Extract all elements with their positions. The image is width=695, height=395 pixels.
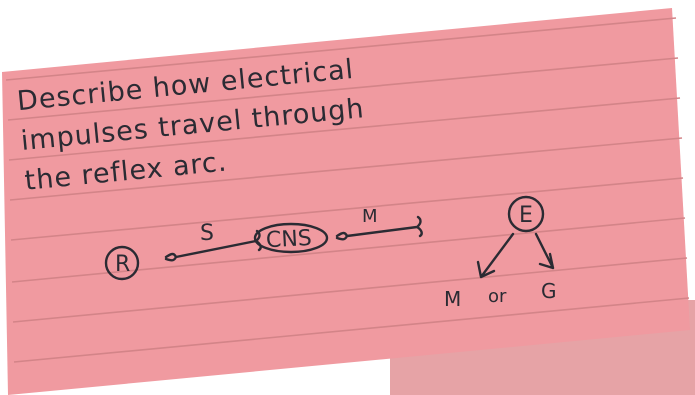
sensory-label: S <box>200 221 214 246</box>
motor-neuron-line <box>335 215 423 241</box>
receptor-label: R <box>115 252 130 277</box>
sensory-neuron-line <box>164 229 262 262</box>
rule-lines <box>5 17 690 363</box>
motor-label: M <box>362 206 378 227</box>
cns-ellipse <box>253 222 329 254</box>
diagram-labels: R S CNS M E M or G <box>115 203 557 311</box>
or-label: or <box>488 286 507 307</box>
muscle-label: M <box>444 287 461 311</box>
reflex-arc-diagram <box>104 195 555 281</box>
cns-label: CNS <box>265 226 312 253</box>
receptor-circle <box>104 245 140 281</box>
arrow-to-muscle <box>476 232 515 279</box>
gland-label: G <box>541 279 557 303</box>
effector-circle <box>507 195 545 233</box>
effector-label: E <box>519 203 533 228</box>
arrow-to-gland <box>534 232 555 270</box>
